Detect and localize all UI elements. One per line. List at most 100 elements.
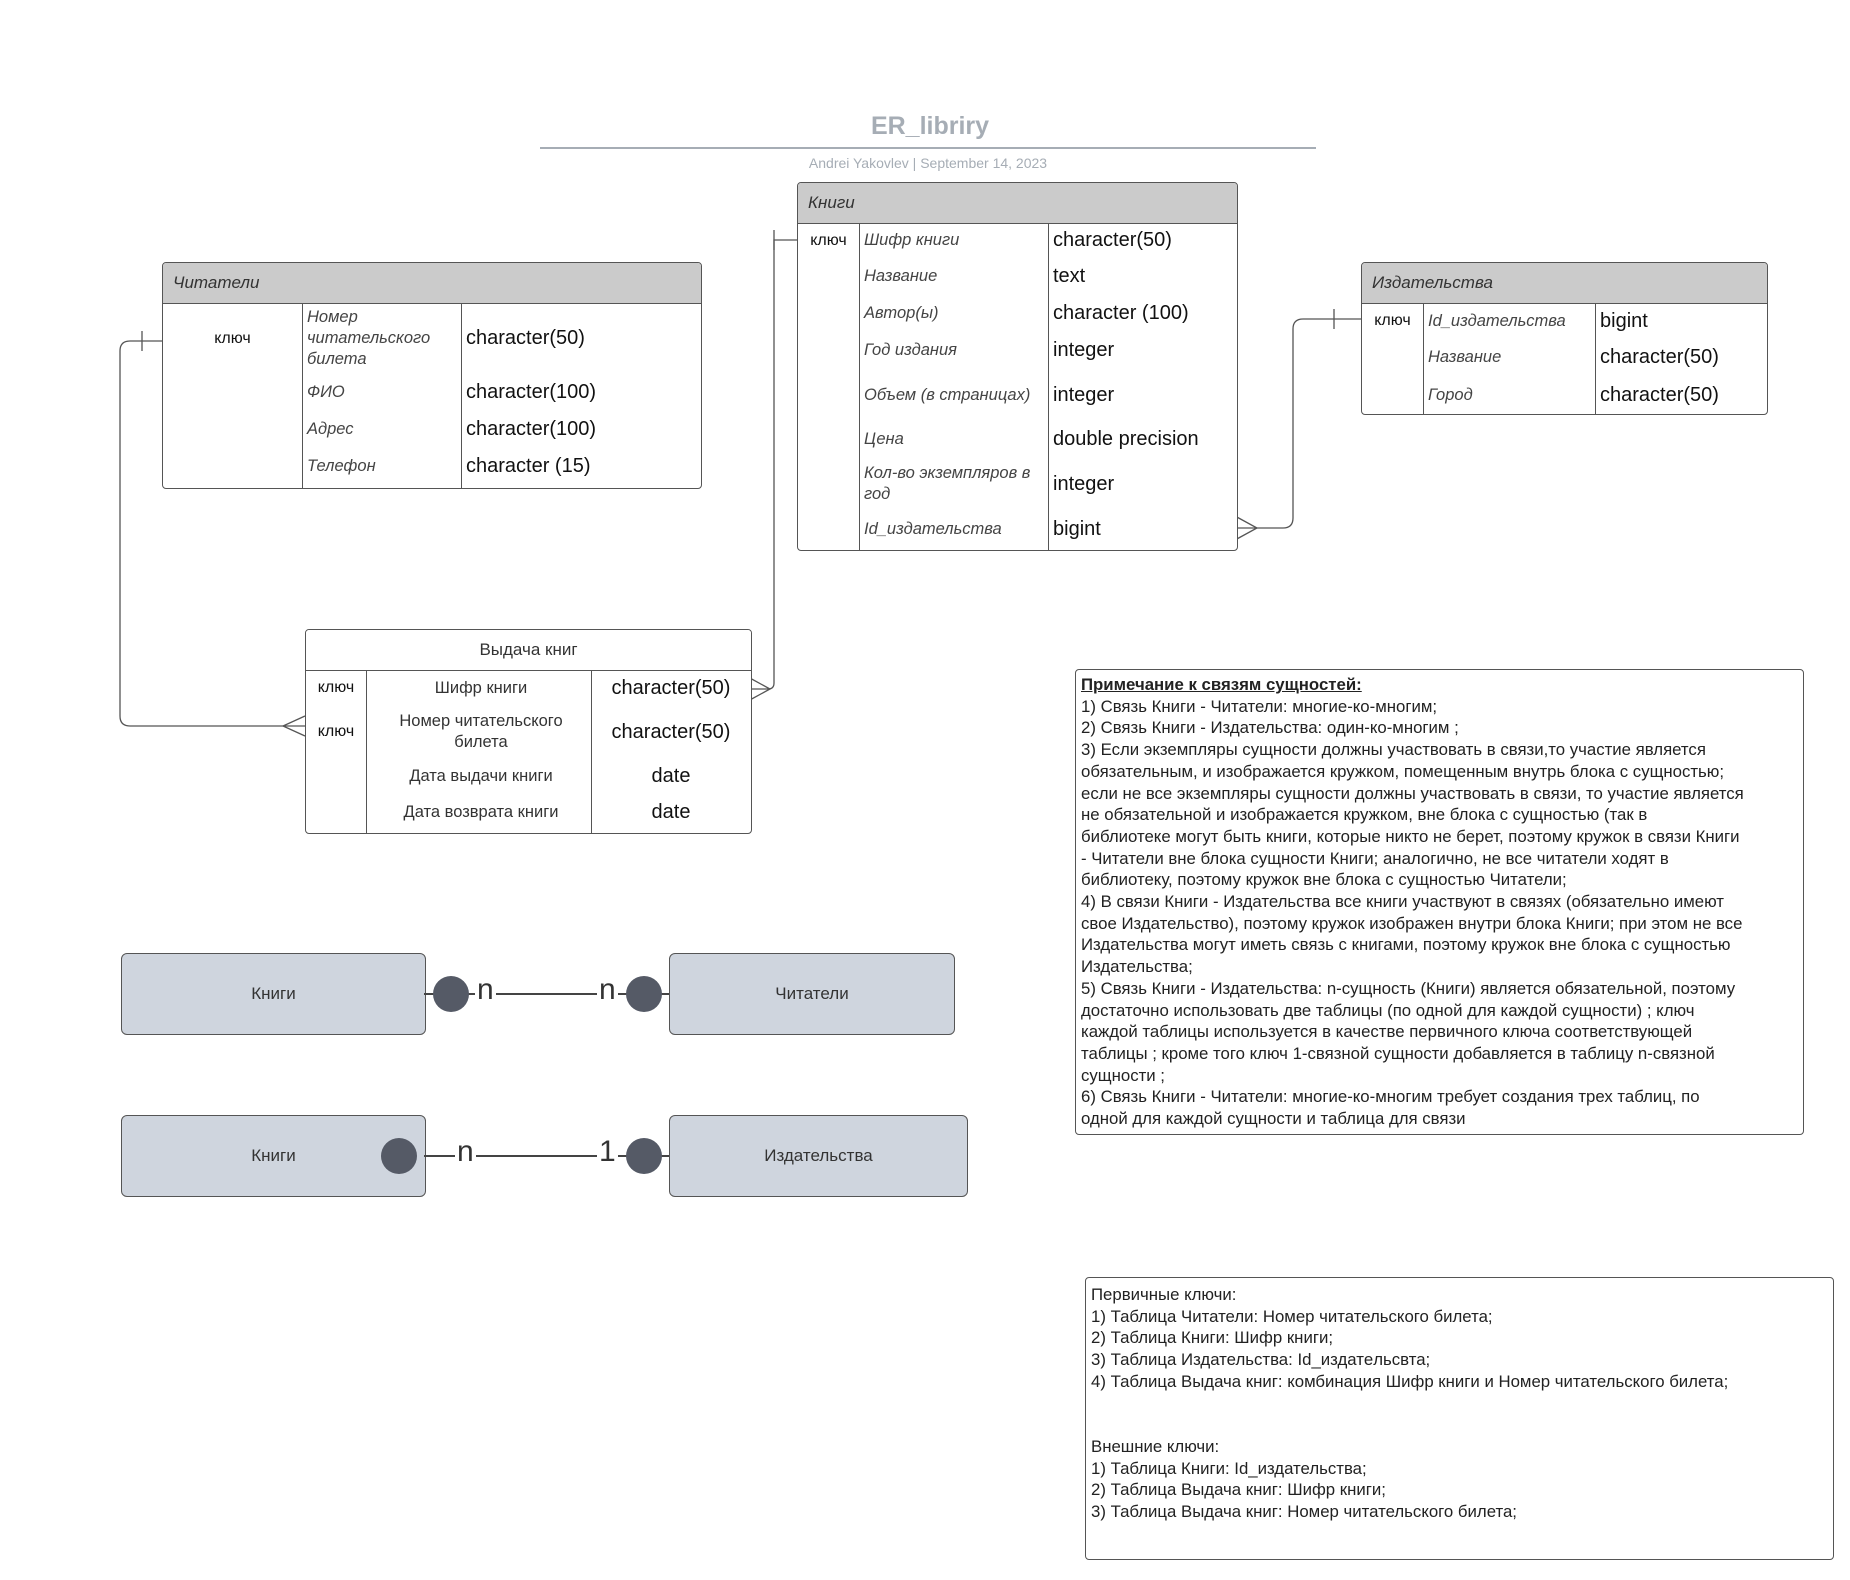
note-line: сущности ;: [1081, 1065, 1165, 1085]
relation1-participation-dot-readers: [626, 976, 662, 1012]
note-line: таблицы ; кроме того ключ 1-связной сущн…: [1081, 1043, 1715, 1063]
field-type: text: [1053, 265, 1086, 287]
note-line: [1091, 1414, 1828, 1436]
relation2-books-box[interactable]: Книги: [121, 1115, 426, 1197]
key-label: [1362, 376, 1423, 414]
field-name: Номер читательского билета: [307, 308, 431, 368]
field-name: Город: [1428, 385, 1473, 404]
note-heading: Примечание к связям сущностей:: [1081, 675, 1362, 694]
note-line: 2) Связь Книги - Издательства: один-ко-м…: [1081, 718, 1459, 738]
note-line: не обязательной и изображается кружком, …: [1081, 805, 1648, 825]
field-name: Цена: [864, 430, 904, 448]
note-line: свое Издательство), поэтому кружок изобр…: [1081, 913, 1743, 933]
note-line: 2) Таблица Книги: Шифр книги;: [1091, 1328, 1333, 1348]
diagram-date: September 14, 2023: [920, 155, 1048, 171]
note-line: Издательства;: [1081, 957, 1193, 977]
table-books[interactable]: Книги ключ Шифр книги character(50) Назв…: [797, 182, 1238, 551]
field-name: Id_издательства: [1428, 311, 1566, 330]
subtitle-separator: |: [912, 155, 917, 171]
relation2-left-multiplicity: n: [455, 1135, 476, 1168]
note-line: библиотеку, поэтому кружок вне блока с с…: [1081, 870, 1567, 890]
field-type: date: [651, 764, 691, 787]
field-type: date: [651, 801, 691, 823]
key-label: [798, 258, 859, 295]
field-name: Название: [864, 267, 938, 285]
many-marker-issue-readers: [281, 715, 306, 737]
column-divider: [302, 303, 303, 488]
table-issue-title: Выдача книг: [306, 630, 751, 671]
relations-note: Примечание к связям сущностей: 1) Связь …: [1075, 669, 1804, 1135]
relation1-line: [424, 993, 669, 995]
key-label: [306, 758, 366, 794]
relation2-publishers-box[interactable]: Издательства: [669, 1115, 968, 1197]
note-line: - Читатели вне блока сущности Книги; ана…: [1081, 848, 1669, 868]
field-name: Кол-во экземпляров в год: [864, 464, 1031, 503]
field-type: character(100): [466, 418, 597, 440]
key-label: [798, 369, 859, 421]
note-line: библиотеке могут быть книги, которые ник…: [1081, 826, 1740, 846]
field-name: Номер читательского билета: [399, 712, 563, 751]
column-divider: [859, 223, 860, 550]
note-line: 1) Таблица Книги: Id_издательства;: [1091, 1458, 1367, 1478]
note-line: 5) Связь Книги - Издательства: n-сущност…: [1081, 978, 1736, 998]
note-line: обязательным, и изображается кружком, по…: [1081, 761, 1725, 781]
field-name: Автор(ы): [864, 304, 939, 322]
key-label: [798, 295, 859, 332]
column-divider: [1423, 303, 1424, 414]
column-divider: [366, 670, 367, 833]
key-label: [798, 458, 859, 510]
title-divider: [540, 147, 1316, 149]
many-marker-books-publishers: [1234, 515, 1259, 541]
note-line: если не все экземпляры сущности должны у…: [1081, 783, 1744, 803]
key-label: ключ: [317, 723, 355, 740]
note-line: достаточно использовать две таблицы (по …: [1081, 1000, 1695, 1020]
relation1-readers-box[interactable]: Читатели: [669, 953, 955, 1035]
key-label: [163, 448, 302, 485]
column-divider: [461, 303, 462, 488]
relation1-left-multiplicity: n: [475, 973, 496, 1006]
field-name: Адрес: [307, 420, 354, 438]
field-name: Шифр книги: [864, 231, 960, 249]
column-divider: [591, 670, 592, 833]
field-name: Название: [1428, 348, 1502, 366]
field-name: Дата выдачи книги: [409, 766, 553, 785]
note-line: 4) Таблица Выдача книг: комбинация Шифр …: [1091, 1371, 1729, 1391]
key-label: [163, 374, 302, 411]
field-name: Id_издательства: [864, 520, 1002, 538]
note-line: 2) Таблица Выдача книг: Шифр книги;: [1091, 1480, 1386, 1500]
diagram-subtitle: Andrei Yakovlev | September 14, 2023: [540, 155, 1316, 171]
key-label: [163, 411, 302, 448]
key-label: [1362, 339, 1423, 376]
key-label: ключ: [1374, 312, 1411, 329]
table-books-title: Книги: [798, 183, 1237, 224]
table-publishers-title: Издательства: [1362, 263, 1767, 304]
field-name: Дата возврата книги: [403, 803, 559, 821]
relation2-participation-dot-books: [381, 1138, 417, 1174]
note-line: 4) В связи Книги - Издательства все книг…: [1081, 892, 1724, 912]
table-publishers[interactable]: Издательства ключ Id_издательства bigint…: [1361, 262, 1768, 415]
field-name: Объем (в страницах): [864, 385, 1031, 404]
key-label: ключ: [317, 679, 355, 696]
field-type: integer: [1053, 339, 1115, 361]
field-type: integer: [1053, 472, 1115, 495]
field-type: bigint: [1600, 309, 1648, 332]
table-readers[interactable]: Читатели ключ Номер читательского билета…: [162, 262, 702, 489]
key-label: [798, 510, 859, 549]
table-issue[interactable]: Выдача книг ключ Шифр книги character(50…: [305, 629, 752, 834]
note-line: Внешние ключи:: [1091, 1436, 1220, 1456]
field-type: bigint: [1053, 518, 1101, 540]
note-line: одной для каждой сущности и таблица для …: [1081, 1109, 1466, 1129]
connector-books-publishers: [1235, 318, 1361, 529]
field-type: character(100): [466, 381, 597, 403]
relation1-books-box[interactable]: Книги: [121, 953, 426, 1035]
note-line: 3) Таблица Выдача книг: Номер читательск…: [1091, 1502, 1517, 1521]
key-label: [798, 332, 859, 369]
table-readers-title: Читатели: [163, 263, 701, 304]
note-line: 1) Связь Книги - Читатели: многие-ко-мно…: [1081, 696, 1438, 716]
field-type: character(50): [1600, 346, 1719, 368]
field-name: ФИО: [307, 383, 345, 401]
field-name: Год издания: [864, 341, 957, 359]
note-line: каждой таблицы используется в качестве п…: [1081, 1022, 1693, 1042]
connector-books-issue: [748, 239, 797, 690]
